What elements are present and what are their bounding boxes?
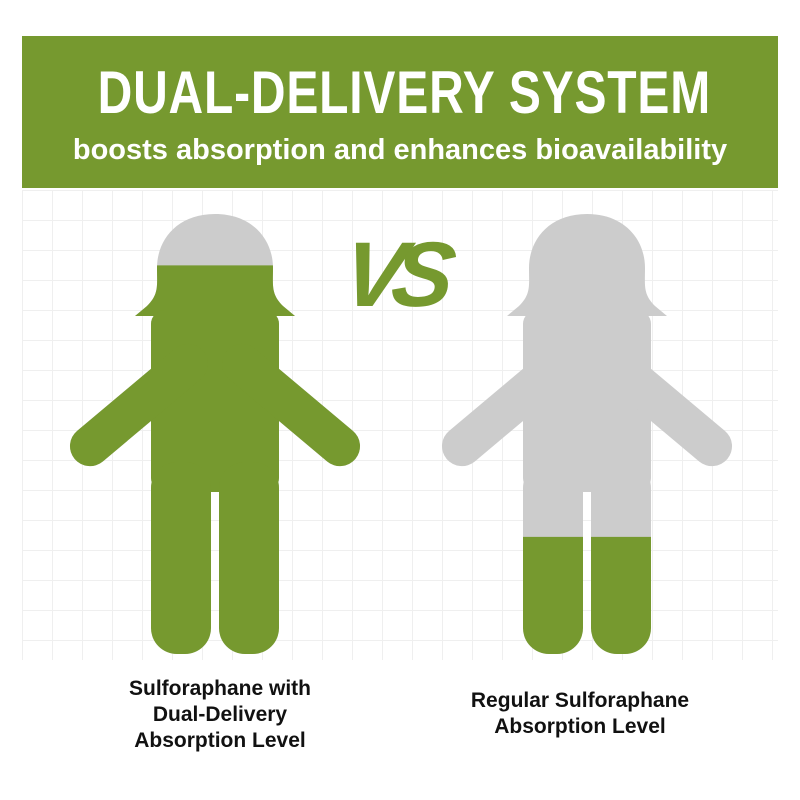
caption-line: Absorption Level: [134, 729, 306, 752]
caption-line: Sulforaphane with: [128, 677, 311, 700]
vs-mark: VS: [340, 226, 460, 326]
person-silhouette-filled: [61, 265, 369, 654]
caption-line: Dual-Delivery: [152, 703, 288, 726]
background-grid: [22, 190, 778, 660]
figure-regular: [433, 214, 741, 654]
banner-subtitle: boosts absorption and enhances bioavaila…: [72, 134, 728, 166]
person-silhouette-empty: [433, 214, 741, 654]
caption-line: Regular Sulforaphane: [470, 689, 690, 712]
caption-line: Absorption Level: [494, 715, 666, 738]
caption-regular: Regular Sulforaphane Absorption Level: [420, 688, 740, 740]
banner-title: DUAL-DELIVERY SYSTEM: [97, 59, 712, 126]
header-banner: DUAL-DELIVERY SYSTEM boosts absorption a…: [22, 36, 778, 188]
banner-background: [22, 36, 778, 188]
caption-dual-delivery: Sulforaphane with Dual-Delivery Absorpti…: [60, 676, 380, 754]
figure-dual-delivery: [61, 214, 369, 654]
